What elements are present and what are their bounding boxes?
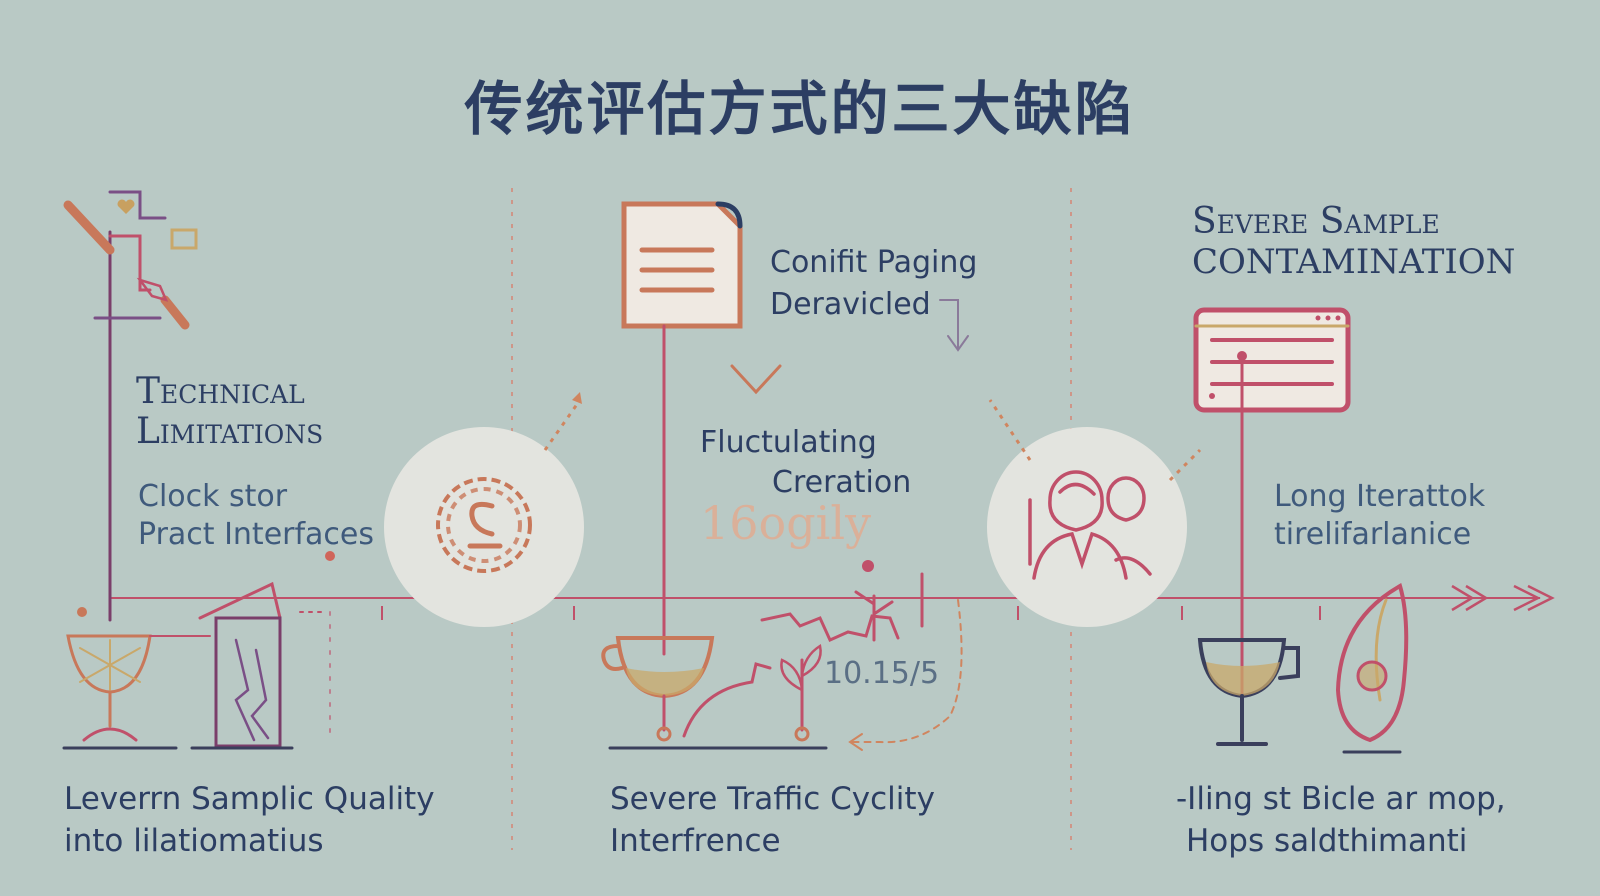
leaf-sprout-icon [780,599,963,751]
podium-icon [77,551,335,750]
vase-icon [1335,583,1409,754]
column-1-footer-line-2: into lilatiomatius [64,823,324,859]
cup-icon [601,636,828,750]
column-2-heading-line-1: Conifit Paging [770,245,978,280]
timeline-ticks [381,606,1321,620]
column-3-footer-line-2: Hops saldthimanti [1186,823,1468,859]
column-2-footer-line-1: Severe Traffic Cyclity [610,781,935,817]
column-1-body-line-2: Pract Interfaces [138,517,375,552]
coin-ring-icon [384,392,584,627]
chart-icon [760,560,924,642]
page-title: 传统评估方式的三大缺陷 [464,75,1136,143]
column-1-footer-line-1: Leverrn Samplic Quality [64,781,435,817]
column-3-body-line-1: Long Iterattok [1274,479,1486,514]
tool-stand-icon [63,190,198,622]
column-2-body-line-1: Fluctulating [700,425,877,460]
column-1-body-line-1: Clock stor [138,479,288,514]
arrow-right-icon [1451,584,1555,612]
column-3-heading-line-2: CONTAMINATION [1192,242,1516,282]
faded-watermark-text: 16ogily [700,496,872,550]
column-1-heading-line-2: Limitations [136,411,324,452]
column-2-heading-line-2: Deravicled [770,287,931,322]
column-3-body-line-2: tirelifarlanice [1274,517,1472,552]
column-2-body-line-2: Creration [772,465,912,500]
column-2-footer-line-2: Interfrence [610,823,781,859]
browser-window-icon [1193,307,1351,702]
wine-glass-icon [1197,638,1300,746]
column-3-heading-line-1: Severe Sample [1192,201,1440,242]
column-1-heading-line-1: Technical [136,371,305,412]
people-icon [987,399,1202,627]
wine-glass-icon [62,634,211,750]
ratio-label: 10.15/5 [824,656,940,691]
column-3-footer-line-1: -Iling st Bicle ar mop, [1176,781,1506,817]
document-icon [621,201,969,656]
